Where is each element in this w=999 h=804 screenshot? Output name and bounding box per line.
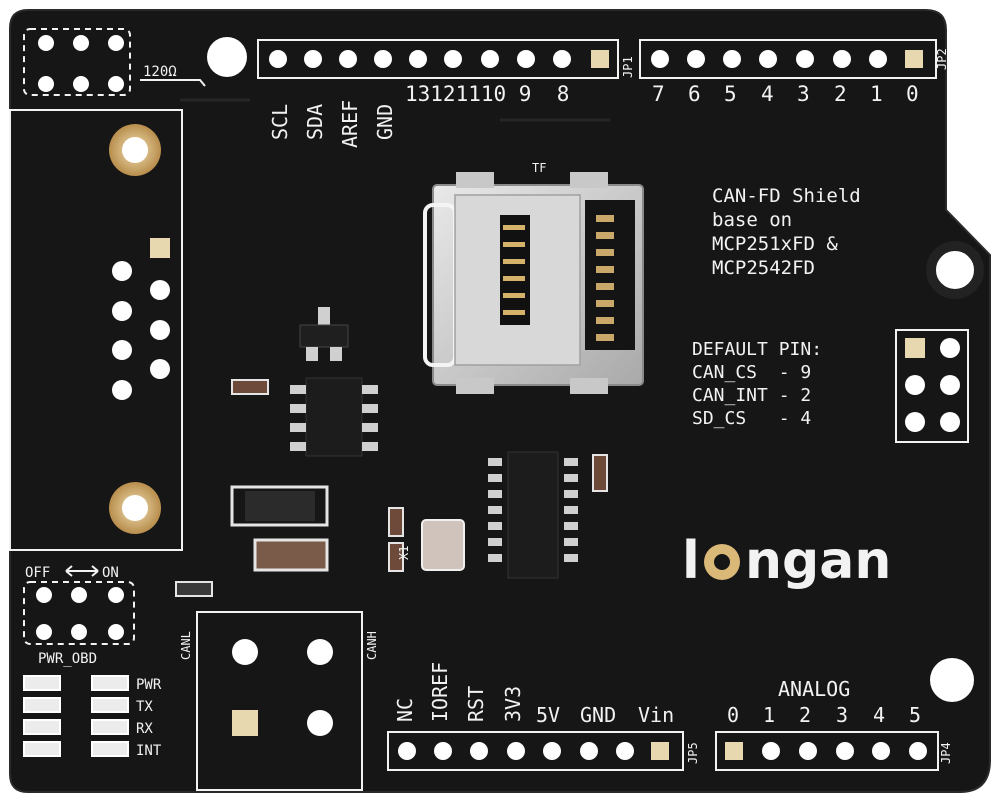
mounting-hole-right [926,241,984,299]
jp2-pin-2: 2 [834,82,847,106]
x1-label: X1 [397,546,411,560]
analog-2: 2 [799,703,811,727]
jp2-pin-6: 6 [688,82,701,106]
title-line-2: base on [712,209,792,231]
jp5-label: JP5 [686,742,700,764]
label-scl: SCL [268,104,292,140]
led-label-tx: TX [136,699,153,715]
title-line-3: MCP251xFD & [712,233,838,255]
power-label-nc: NC [393,698,417,722]
analog-5: 5 [909,703,921,727]
ic-soic14 [488,451,578,579]
longan-logo: l ngan [682,531,891,591]
power-label-gnd: GND [580,703,616,727]
canl-label: CANL [179,631,193,660]
jp1-label: JP1 [621,56,635,78]
jp2-pin-5: 5 [724,82,737,106]
tf-card-slot: TF [423,161,644,394]
label-sda: SDA [303,104,327,140]
jp2-pin-3: 3 [797,82,810,106]
on-label: ON [102,565,119,581]
jumper-120-ohm: 120Ω [23,28,206,96]
analog-0: 0 [727,703,739,727]
mounting-hole-top [207,37,247,77]
default-pin-can-int: CAN_INT - 2 [692,385,811,406]
default-pin-header [895,329,969,443]
mounting-hole-bottom-right [930,658,974,702]
tf-slot-pins [503,225,525,315]
canh-label: CANH [365,631,379,660]
power-label-rst: RST [464,686,488,722]
header-jp5: JP5 [387,731,700,771]
ic-soic8 [290,377,378,457]
jp1-pin-numbers: 13121110 9 8 [405,82,569,106]
title-line-4: MCP2542FD [712,257,815,279]
inductor [230,485,329,527]
logo-text-rest: ngan [745,531,891,591]
led-label-int: INT [136,743,162,759]
pwr-obd-jumper [23,581,135,645]
jp2-label: JP2 [935,48,949,70]
capacitor-c2 [388,542,404,572]
header-jp4: JP4 [715,731,953,771]
pcb-outline [9,9,991,793]
db9-connector [9,109,183,551]
jp2-pin-7: 7 [652,82,665,106]
power-label-5v: 5V [536,703,560,727]
led-column [23,675,129,757]
logo-text: l [682,531,701,591]
capacitor-c1 [388,507,404,537]
analog-3: 3 [836,703,848,727]
title-line-1: CAN-FD Shield [712,185,861,207]
transistor-sot23 [299,307,349,361]
power-label-ioref: IOREF [428,662,452,722]
analog-4: 4 [873,703,885,727]
default-pin-can-cs: CAN_CS - 9 [692,362,811,383]
crystal-x1 [421,519,465,571]
resistor-r3 [175,581,213,597]
can-terminal [196,611,363,791]
off-label: OFF [25,565,50,581]
capacitor-large [253,538,329,572]
tf-contacts [596,215,614,341]
label-gnd: GND [373,104,397,140]
jp2-pin-0: 0 [906,82,919,106]
led-label-pwr: PWR [136,677,162,693]
label-aref: AREF [338,100,362,148]
header-jp1: JP1 [257,39,635,79]
default-pin-heading: DEFAULT PIN: [692,339,822,360]
jp4-label: JP4 [939,742,953,764]
resistor-r2 [592,454,608,492]
resistor-r1 [231,379,269,395]
tf-label: TF [532,161,546,175]
led-label-rx: RX [136,721,153,737]
jp2-pin-1: 1 [870,82,883,106]
header-jp2: JP2 [639,39,949,79]
resistor-120-label: 120Ω [143,64,177,80]
default-pin-sd-cs: SD_CS - 4 [692,408,811,429]
analog-label: ANALOG [778,677,850,701]
jp2-pin-4: 4 [761,82,774,106]
analog-1: 1 [763,703,775,727]
power-label-3v3: 3V3 [501,686,525,722]
off-on-arrow-icon [65,565,99,577]
pwr-obd-label: PWR_OBD [38,651,97,667]
power-label-vin: Vin [638,703,674,727]
